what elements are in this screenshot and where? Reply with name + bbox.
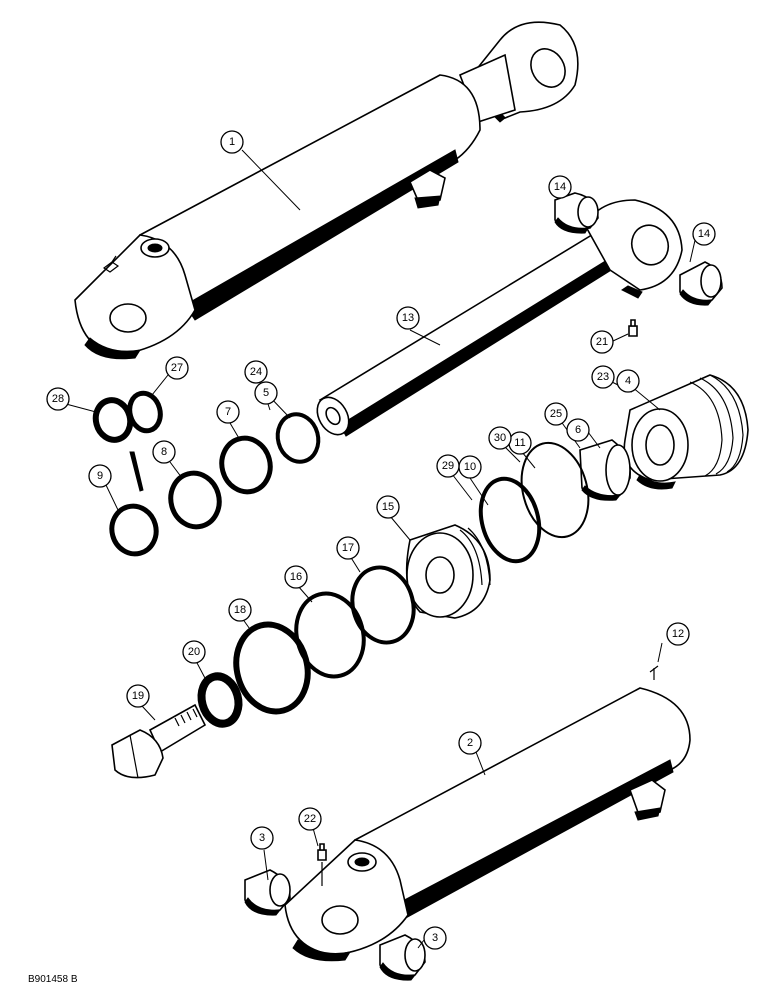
svg-text:8: 8 [161, 446, 167, 458]
callout-15: 15 [376, 495, 400, 519]
svg-text:15: 15 [382, 501, 394, 513]
callout-10: 10 [458, 455, 482, 479]
callout-7: 7 [216, 400, 240, 424]
bushing-6 [579, 439, 631, 501]
svg-text:20: 20 [188, 646, 200, 658]
cylinder-tube-upper [74, 21, 579, 360]
svg-text:29: 29 [442, 460, 454, 472]
svg-text:12: 12 [672, 628, 684, 640]
callout-22: 22 [298, 807, 322, 831]
svg-text:24: 24 [250, 366, 262, 378]
callout-3-upper: 3 [250, 826, 274, 850]
svg-text:19: 19 [132, 690, 144, 702]
callout-27: 27 [165, 356, 189, 380]
svg-text:10: 10 [464, 461, 476, 473]
svg-text:6: 6 [575, 424, 581, 436]
bushing-14-right [679, 261, 723, 306]
cylinder-tube-lower [284, 687, 691, 962]
svg-text:14: 14 [554, 181, 566, 193]
piston-rod [316, 199, 683, 437]
ring-7 [219, 435, 273, 495]
svg-text:25: 25 [550, 408, 562, 420]
svg-text:14: 14 [698, 228, 710, 240]
bushing-3-upper [244, 869, 291, 916]
piston-15 [405, 524, 491, 619]
svg-text:22: 22 [304, 813, 316, 825]
svg-text:1: 1 [229, 136, 235, 148]
callout-3-lower: 3 [423, 926, 447, 950]
svg-text:28: 28 [52, 393, 64, 405]
reference-code: B901458 B [28, 974, 78, 985]
bolt-19 [111, 703, 207, 779]
gland-head-4 [623, 374, 749, 490]
callout-21: 21 [590, 330, 614, 354]
washer-20 [197, 672, 243, 728]
svg-text:13: 13 [402, 312, 414, 324]
seal-27 [127, 390, 163, 434]
ring-5 [275, 412, 321, 464]
callout-11: 11 [508, 431, 532, 455]
bushing-3-lower [379, 934, 426, 981]
callout-12: 12 [666, 622, 690, 646]
ring-16 [294, 591, 366, 679]
ring-11 [520, 441, 590, 539]
ring-10 [478, 476, 542, 564]
callout-9: 9 [88, 464, 112, 488]
grease-fitting-21 [628, 319, 638, 337]
callout-13: 13 [396, 306, 420, 330]
ring-8 [168, 470, 222, 530]
svg-text:17: 17 [342, 542, 354, 554]
svg-text:23: 23 [597, 371, 609, 383]
svg-text:3: 3 [432, 932, 438, 944]
callout-1: 1 [220, 130, 244, 154]
svg-text:3: 3 [259, 832, 265, 844]
callout-2: 2 [458, 731, 482, 755]
callout-14-left: 14 [548, 175, 572, 199]
callout-20: 20 [182, 640, 206, 664]
callout-14-right: 14 [692, 222, 716, 246]
svg-text:4: 4 [625, 375, 631, 387]
callout-19: 19 [126, 684, 150, 708]
callout-16: 16 [284, 565, 308, 589]
callout-8: 8 [152, 440, 176, 464]
svg-text:21: 21 [596, 336, 608, 348]
grease-fitting-22 [317, 843, 327, 886]
svg-text:5: 5 [263, 387, 269, 399]
svg-text:30: 30 [494, 432, 506, 444]
callout-5: 5 [254, 381, 278, 405]
ring-18 [233, 621, 311, 715]
ring-9 [109, 503, 159, 557]
callout-17: 17 [336, 536, 360, 560]
callout-23: 23 [591, 365, 615, 389]
svg-text:16: 16 [290, 571, 302, 583]
callout-4: 4 [616, 369, 640, 393]
svg-text:27: 27 [171, 362, 183, 374]
callout-25: 25 [544, 402, 568, 426]
callout-24: 24 [244, 360, 268, 384]
svg-text:11: 11 [514, 437, 525, 449]
bushing-14-left [554, 192, 599, 234]
callout-30: 30 [488, 426, 512, 450]
callout-29: 29 [436, 454, 460, 478]
svg-text:9: 9 [97, 470, 103, 482]
callout-28: 28 [46, 387, 70, 411]
callout-18: 18 [228, 598, 252, 622]
svg-text:18: 18 [234, 604, 246, 616]
svg-text:7: 7 [225, 406, 231, 418]
callout-6: 6 [566, 418, 590, 442]
grease-fitting-12 [649, 665, 659, 680]
svg-text:2: 2 [467, 737, 473, 749]
wedge-pointer [129, 451, 144, 492]
